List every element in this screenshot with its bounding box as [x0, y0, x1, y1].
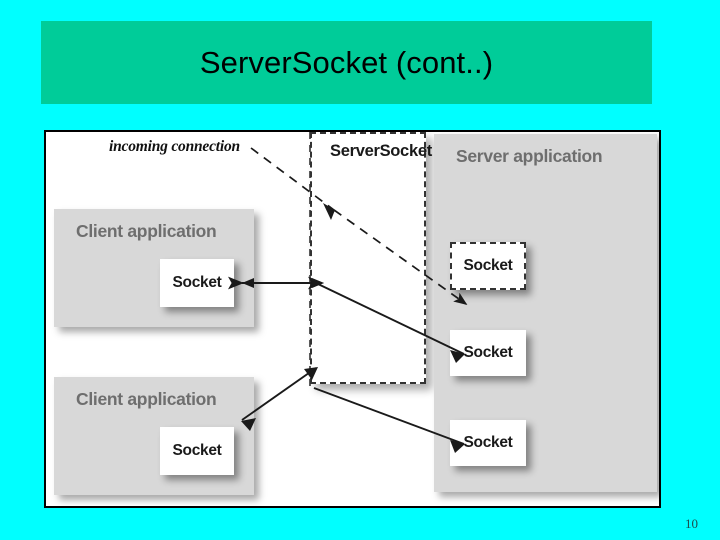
page-number: 10	[685, 516, 698, 531]
client-socket-box-1: Socket	[160, 259, 234, 307]
socket-label: Socket	[172, 442, 222, 459]
socket-label: Socket	[463, 257, 513, 274]
incoming-connection-label: incoming connection	[109, 138, 240, 155]
diagram-image-frame: incoming connection ServerSocket Server …	[44, 130, 661, 508]
server-application-label: Server application	[456, 146, 603, 166]
socket-label: Socket	[463, 434, 513, 451]
page-title: ServerSocket (cont..)	[199, 44, 494, 80]
client-application-label: Client application	[76, 221, 217, 241]
socket-label: Socket	[172, 274, 222, 291]
diagram-canvas: incoming connection ServerSocket Server …	[46, 132, 659, 506]
title-band: ServerSocket (cont..)	[41, 21, 652, 104]
client-socket-box-2: Socket	[160, 427, 234, 475]
socket-label: Socket	[463, 344, 513, 361]
serversocket-label: ServerSocket	[330, 142, 432, 160]
server-socket-box-1: Socket	[450, 242, 526, 290]
serversocket-region: ServerSocket	[310, 132, 432, 384]
server-socket-box-3: Socket	[450, 420, 526, 466]
client-application-label: Client application	[76, 389, 217, 409]
server-socket-box-2: Socket	[450, 330, 526, 376]
